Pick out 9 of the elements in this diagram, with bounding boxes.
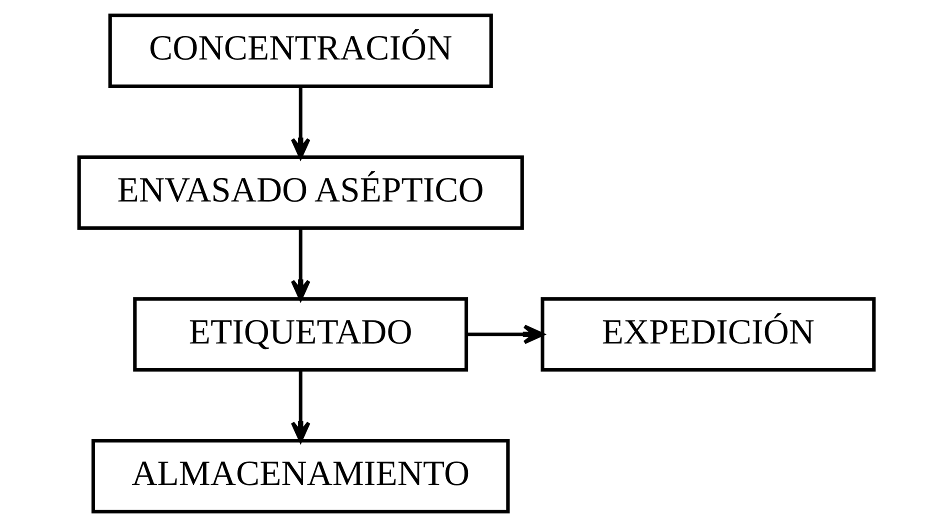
node-box: ALMACENAMIENTO	[91, 438, 510, 514]
arrow	[290, 370, 310, 442]
arrow	[290, 86, 310, 159]
node-box: CONCENTRACIÓN	[108, 14, 492, 88]
node-box: ETIQUETADO	[132, 297, 468, 372]
node-box: ENVASADO ASÉPTICO	[76, 155, 524, 230]
arrow	[290, 228, 310, 301]
node-box: EXPEDICIÓN	[540, 297, 876, 372]
arrow	[466, 324, 544, 344]
